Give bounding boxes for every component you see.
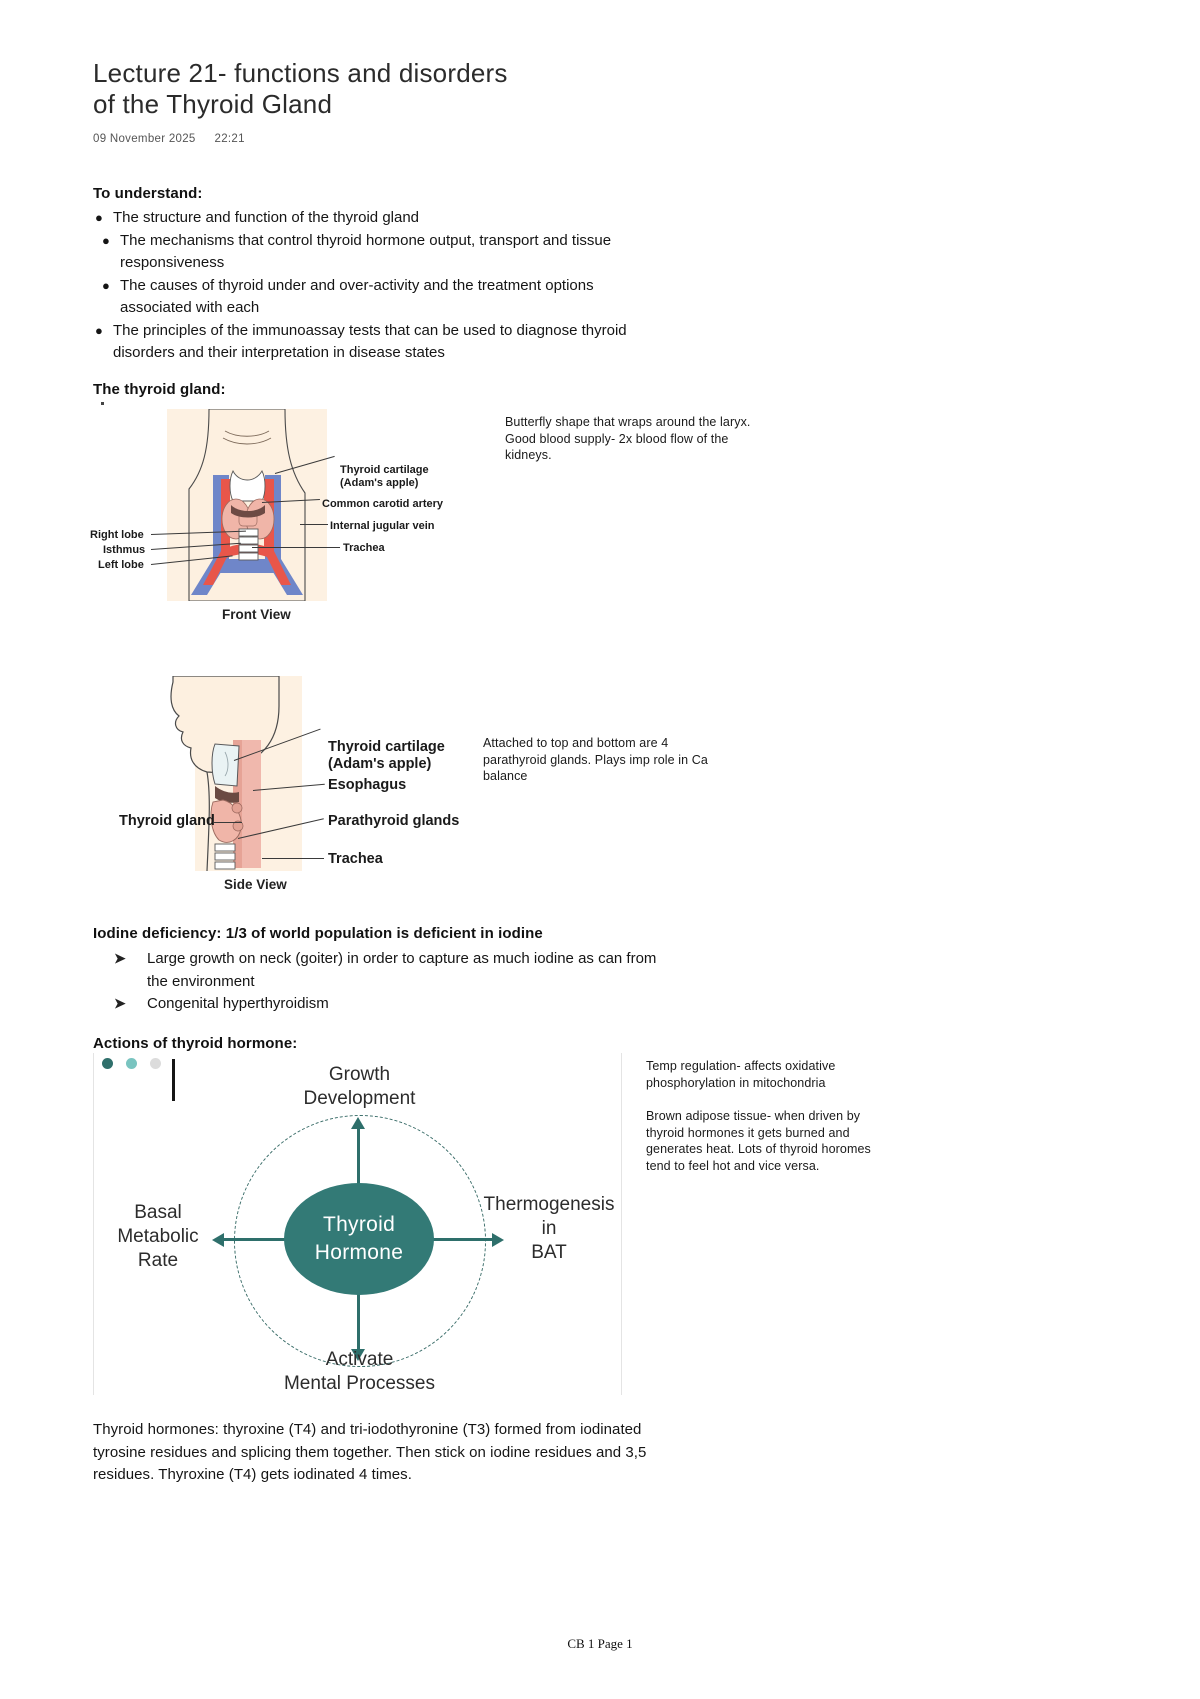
- page-title-line-2: of the Thyroid Gland: [93, 89, 333, 119]
- diagram-label-growth: Growth Development: [303, 1064, 416, 1109]
- arrow-bullet-icon: ➤: [114, 995, 126, 1011]
- iodine-item-text: Congenital hyperthyroidism: [147, 995, 329, 1012]
- iodine-item-text: Large growth on neck (goiter) in order t…: [147, 950, 657, 990]
- list-item: ● The causes of thyroid under and over-a…: [93, 275, 653, 320]
- page-title-line-1: Lecture 21- functions and disorders: [93, 58, 508, 88]
- objectives-list: ● The structure and function of the thyr…: [93, 207, 653, 365]
- side-label-thyroid-cartilage: Thyroid cartilage (Adam's apple): [328, 739, 445, 772]
- side-view-note: Attached to top and bottom are 4 parathy…: [483, 736, 708, 783]
- objective-text: The mechanisms that control thyroid horm…: [120, 231, 612, 272]
- arrow-right-head: [492, 1233, 504, 1247]
- front-label-left-lobe: Left lobe: [98, 559, 144, 571]
- side-label-trachea: Trachea: [328, 851, 383, 867]
- page-time: 22:21: [214, 133, 245, 145]
- temp-regulation-note: Temp regulation- affects oxidative phosp…: [646, 1059, 836, 1090]
- small-marker: [101, 402, 104, 405]
- diagram-label-bmr: Basal Metabolic Rate: [117, 1202, 199, 1271]
- arrow-left-head: [212, 1233, 224, 1247]
- front-view-figure: [167, 408, 327, 602]
- arrow-up-head: [351, 1117, 365, 1129]
- page-title: Lecture 21- functions and disorders of t…: [93, 58, 733, 120]
- front-view-caption: Front View: [222, 607, 291, 622]
- diagram-label-mental-processes: Activate Mental Processes: [283, 1349, 435, 1394]
- side-view-caption: Side View: [224, 877, 287, 892]
- center-label-line-2: Hormone: [314, 1241, 404, 1264]
- leader-line: [262, 858, 324, 859]
- front-label-thyroid-cartilage: Thyroid cartilage (Adam's apple): [340, 464, 429, 489]
- front-label-carotid-artery: Common carotid artery: [322, 498, 444, 510]
- iodine-deficiency-list: ➤ Large growth on neck (goiter) in order…: [112, 948, 657, 1016]
- front-label-trachea: Trachea: [343, 542, 385, 554]
- closing-paragraph: Thyroid hormones: thyroxine (T4) and tri…: [93, 1421, 647, 1483]
- diagram-accent-bar: [172, 1059, 175, 1101]
- page-date: 09 November 2025: [93, 133, 196, 145]
- objectives-heading: To understand:: [93, 185, 203, 202]
- page-footer: CB 1 Page 1: [567, 1636, 633, 1651]
- diagram-center-node: Thyroid Hormone: [284, 1183, 434, 1295]
- leader-line: [214, 822, 242, 823]
- diagram-dot-grey: [150, 1058, 161, 1069]
- arrow-down-head: [351, 1349, 365, 1361]
- side-view-figure: [167, 675, 302, 872]
- front-label-right-lobe: Right lobe: [90, 529, 144, 541]
- list-item: ➤ Large growth on neck (goiter) in order…: [112, 948, 657, 993]
- thyroid-gland-heading: The thyroid gland:: [93, 381, 226, 398]
- bullet-icon: ●: [95, 322, 103, 338]
- front-label-jugular-vein: Internal jugular vein: [330, 520, 435, 532]
- bullet-icon: ●: [102, 232, 110, 248]
- front-view-illustration: [167, 408, 327, 602]
- list-item: ● The mechanisms that control thyroid ho…: [93, 230, 653, 275]
- front-view-note: Butterfly shape that wraps around the la…: [505, 415, 751, 462]
- front-label-isthmus: Isthmus: [103, 544, 146, 556]
- leader-line: [300, 524, 328, 525]
- list-item: ➤ Congenital hyperthyroidism: [112, 993, 657, 1016]
- diagram-dot-row: [102, 1058, 161, 1069]
- diagram-dot-dark: [102, 1058, 113, 1069]
- objective-text: The principles of the immunoassay tests …: [113, 321, 627, 362]
- objective-text: The structure and function of the thyroi…: [113, 209, 420, 226]
- bullet-icon: ●: [95, 210, 103, 225]
- arrow-down-shaft: [357, 1291, 360, 1353]
- brown-adipose-note: Brown adipose tissue- when driven by thy…: [646, 1109, 871, 1173]
- side-label-esophagus: Esophagus: [328, 777, 407, 793]
- iodine-deficiency-heading: Iodine deficiency: 1/3 of world populati…: [93, 925, 543, 942]
- arrow-up-shaft: [357, 1127, 360, 1189]
- objective-text: The causes of thyroid under and over-act…: [120, 276, 594, 317]
- arrow-right-shaft: [432, 1238, 494, 1241]
- leader-line: [252, 547, 340, 548]
- diagram-dot-light: [126, 1058, 137, 1069]
- page-timestamp: 09 November 2025 22:21: [93, 133, 245, 145]
- side-view-illustration: [170, 675, 302, 872]
- arrow-bullet-icon: ➤: [114, 950, 126, 966]
- arrow-left-shaft: [224, 1238, 286, 1241]
- diagram-label-thermogenesis: Thermogenesis in BAT: [483, 1194, 615, 1263]
- thyroid-actions-diagram: Thyroid Hormone Growth Development Activ…: [93, 1053, 622, 1395]
- list-item: ● The structure and function of the thyr…: [93, 207, 653, 230]
- list-item: ● The principles of the immunoassay test…: [93, 320, 653, 365]
- side-label-thyroid-gland: Thyroid gland: [119, 813, 215, 829]
- bullet-icon: ●: [102, 277, 110, 293]
- center-label-line-1: Thyroid: [322, 1213, 396, 1236]
- actions-heading: Actions of thyroid hormone:: [93, 1035, 298, 1052]
- diagram-dashed-circle: [234, 1115, 486, 1367]
- side-label-parathyroid-glands: Parathyroid glands: [328, 813, 460, 829]
